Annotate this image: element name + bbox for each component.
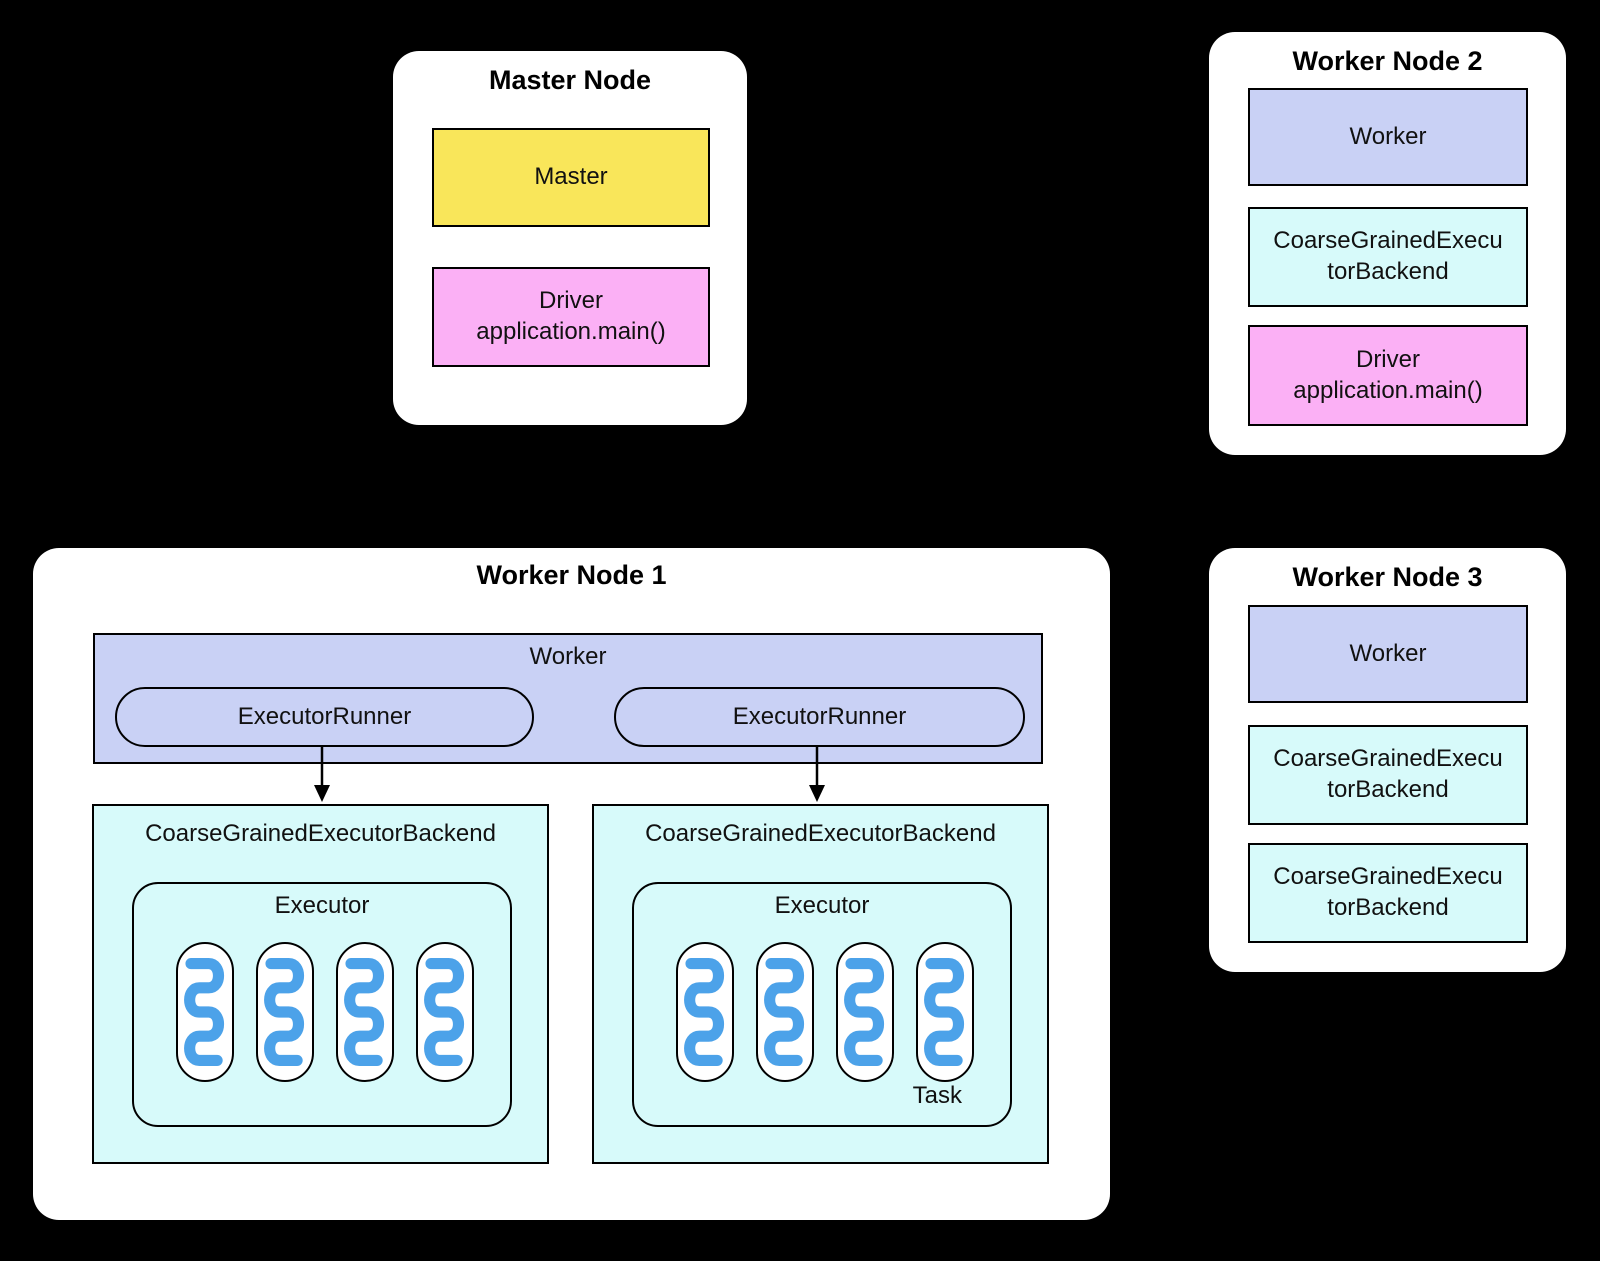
worker-node-1-title: Worker Node 1 (476, 560, 667, 590)
task-squiggle-icon (764, 957, 805, 1066)
arrow-down-icon (314, 745, 330, 802)
coarse-grained-executor-backend-box: CoarseGrainedExecu torBackend (1248, 843, 1528, 943)
task-pill (416, 942, 474, 1082)
worker-node-3-title: Worker Node 3 (1292, 562, 1483, 592)
task-pill (256, 942, 314, 1082)
coarse-grained-executor-backend-panel: CoarseGrainedExecutorBackend Executor (92, 804, 549, 1164)
task-squiggle-icon (424, 957, 465, 1066)
backend-title: CoarseGrainedExecutorBackend (145, 820, 496, 847)
master-box: Master (432, 128, 710, 227)
arrow-down-icon (809, 745, 825, 802)
driver-box: Driver application.main() (1248, 325, 1528, 426)
master-node-title: Master Node (488, 65, 652, 95)
executor-panel: Executor (132, 882, 512, 1127)
driver-box: Driver application.main() (432, 267, 710, 367)
worker-bar: Worker ExecutorRunner ExecutorRunner (93, 633, 1043, 764)
task-pill (676, 942, 734, 1082)
task-pill (916, 942, 974, 1082)
executor-panel: Executor (632, 882, 1012, 1127)
coarse-grained-executor-backend-box: CoarseGrainedExecu torBackend (1248, 725, 1528, 825)
task-squiggle-icon (184, 957, 225, 1066)
master-node-container: Master Node Master Driver application.ma… (393, 51, 747, 425)
task-pill (756, 942, 814, 1082)
worker-node-3-container: Worker Node 3 Worker CoarseGrainedExecu … (1209, 548, 1566, 972)
task-pill (836, 942, 894, 1082)
worker-bar-label: Worker (529, 643, 607, 670)
task-squiggle-icon (684, 957, 725, 1066)
coarse-grained-executor-backend-panel: CoarseGrainedExecutorBackend Executor (592, 804, 1049, 1164)
worker-box: Worker (1248, 605, 1528, 703)
worker-node-2-container: Worker Node 2 Worker CoarseGrainedExecu … (1209, 32, 1566, 455)
executor-runner-pill: ExecutorRunner (115, 687, 534, 747)
coarse-grained-executor-backend-box: CoarseGrainedExecu torBackend (1248, 207, 1528, 307)
task-pill (176, 942, 234, 1082)
worker-node-1-container: Worker Node 1 Worker ExecutorRunner Exec… (33, 548, 1110, 1220)
task-label: Task (912, 1082, 962, 1109)
executor-runner-pill: ExecutorRunner (614, 687, 1025, 747)
task-squiggle-icon (844, 957, 885, 1066)
task-squiggle-icon (344, 957, 385, 1066)
task-squiggle-icon (264, 957, 305, 1066)
backend-title: CoarseGrainedExecutorBackend (645, 820, 996, 847)
worker-node-2-title: Worker Node 2 (1292, 46, 1483, 76)
task-squiggle-icon (924, 957, 965, 1066)
task-pill (336, 942, 394, 1082)
worker-box: Worker (1248, 88, 1528, 186)
executor-label: Executor (774, 892, 870, 919)
executor-label: Executor (274, 892, 370, 919)
